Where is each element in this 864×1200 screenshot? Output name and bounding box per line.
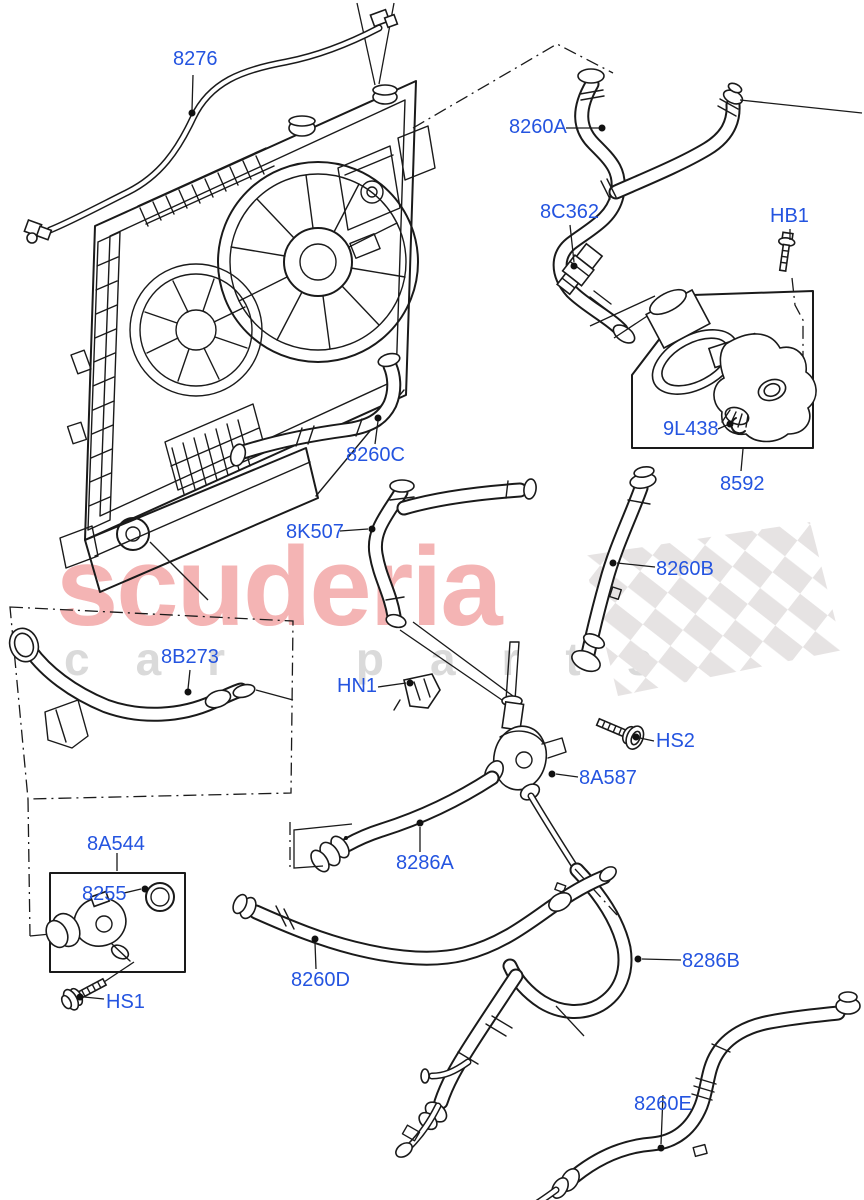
reference-lines: [289, 43, 614, 868]
bolt-HS1: [60, 961, 135, 1011]
part-label-8260B[interactable]: 8260B: [656, 558, 714, 580]
clip-HN1: [393, 673, 441, 711]
hose-8286B: [502, 792, 633, 1019]
part-label-HN1[interactable]: HN1: [337, 675, 378, 697]
part-label-8286B[interactable]: 8286B: [682, 950, 740, 972]
part-label-8A587[interactable]: 8A587: [579, 767, 637, 789]
part-label-8286A[interactable]: 8286A: [396, 852, 454, 874]
part-label-HB1[interactable]: HB1: [770, 205, 809, 227]
connector-cluster: [395, 968, 585, 1158]
hose-8B273: [8, 606, 294, 937]
part-label-8260C[interactable]: 8260C: [346, 444, 405, 466]
part-label-8260A[interactable]: 8260A: [509, 116, 567, 138]
part-label-HS1[interactable]: HS1: [106, 991, 145, 1013]
bolt-HS2: [595, 717, 645, 750]
oring-8255: [145, 882, 175, 912]
hose-8260A: [552, 68, 863, 344]
hose-8260B: [571, 465, 657, 673]
part-label-8A544[interactable]: 8A544: [87, 833, 145, 855]
hose-8260C: [229, 352, 402, 467]
part-label-8255[interactable]: 8255: [82, 883, 127, 905]
hose-8260E: [535, 991, 861, 1200]
part-label-HS2[interactable]: HS2: [656, 730, 695, 752]
part-label-8K507[interactable]: 8K507: [286, 521, 344, 543]
part-label-8592[interactable]: 8592: [720, 473, 765, 495]
hose-8K507: [367, 478, 537, 701]
valve-8A587: [484, 641, 567, 801]
hose-8286A: [293, 770, 500, 873]
radiator-fan-assembly: [59, 2, 436, 601]
watermark-subtitle: car parts: [64, 633, 699, 685]
hose-8260D: [232, 866, 617, 966]
thermostat-housing-8592: [589, 288, 817, 449]
pump-8A544: [45, 872, 186, 973]
clip-9L438: [730, 417, 746, 435]
hose-8276: [23, 8, 399, 244]
part-label-8C362[interactable]: 8C362: [540, 201, 599, 223]
part-label-8260E[interactable]: 8260E: [634, 1093, 692, 1115]
part-label-9L438[interactable]: 9L438: [663, 418, 719, 440]
part-label-8B273[interactable]: 8B273: [161, 646, 219, 668]
part-label-8276[interactable]: 8276: [173, 48, 218, 70]
part-label-8260D[interactable]: 8260D: [291, 969, 350, 991]
leader-lines: [76, 74, 791, 1152]
checkered-flag-icon: [583, 522, 843, 696]
